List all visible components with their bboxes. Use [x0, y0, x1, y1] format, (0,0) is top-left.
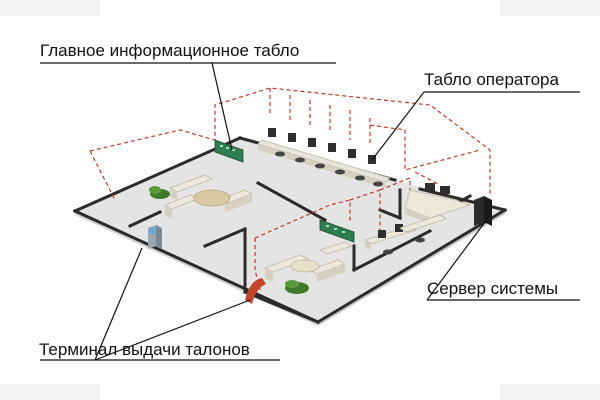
corner-decoration-bottom-right	[500, 384, 600, 400]
coffee-table	[193, 189, 231, 207]
middle-operator-desks	[364, 214, 447, 255]
operator-board-display	[319, 219, 355, 243]
main-board-display	[214, 139, 244, 163]
second-lobby-seating	[263, 241, 353, 282]
ticket-kiosk-icon	[148, 225, 162, 249]
plant-icon	[149, 186, 309, 294]
corner-decoration-right	[500, 0, 600, 16]
cabling	[89, 87, 491, 291]
corner-decoration-bottom-left	[0, 384, 100, 400]
red-terminal-icon	[245, 278, 266, 304]
operator-desk-row	[257, 128, 391, 188]
label-operator-board: Табло оператора	[424, 70, 559, 89]
label-main-board: Главное информационное табло	[40, 41, 300, 60]
leader-lines	[40, 62, 580, 361]
label-terminal: Терминал выдачи талонов	[39, 340, 250, 359]
label-server: Сервер системы	[427, 279, 559, 298]
lobby-seating	[164, 174, 253, 219]
server-cabinet-icon	[474, 196, 492, 226]
corner-decoration-left	[0, 0, 100, 16]
